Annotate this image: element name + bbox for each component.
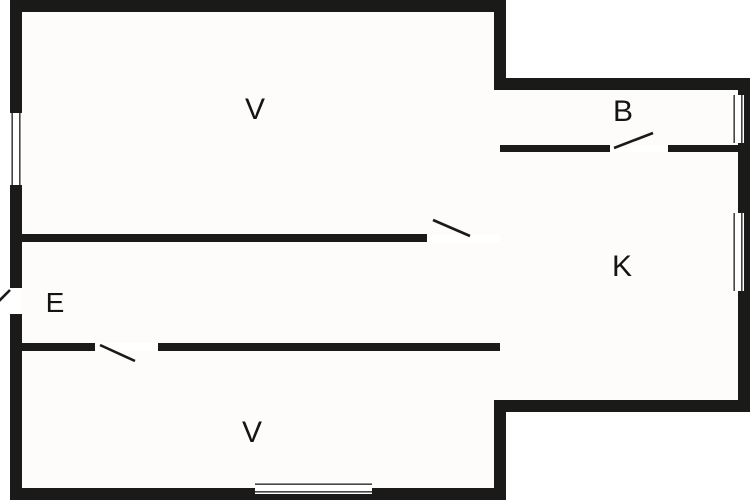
window-right-lower <box>732 213 744 291</box>
room-label-kitchen: K <box>611 250 633 283</box>
exterior-wall-outline <box>10 0 750 500</box>
door-swing-group <box>0 131 654 363</box>
wall-lower-v-north <box>22 343 500 351</box>
window-right-upper-frame-a <box>733 95 735 143</box>
door-hall-to-lower-v-swing-leaf <box>99 343 136 363</box>
window-bottom-frame-b <box>255 491 372 493</box>
window-left-upper-frame-a <box>11 113 13 185</box>
window-bottom-frame-a <box>255 483 372 485</box>
opening-group <box>10 95 744 494</box>
door-hall-to-lower-v <box>95 343 158 351</box>
window-bottom <box>255 482 372 494</box>
window-right-upper-frame-b <box>741 95 743 143</box>
interior-fill-group <box>10 0 750 500</box>
window-left-upper <box>10 113 22 185</box>
room-label-living-room-lower: V <box>241 416 263 449</box>
door-upper-v-to-hall <box>427 234 500 242</box>
wall-upper-v-south <box>22 234 500 242</box>
room-label-bath-room: B <box>612 95 634 128</box>
window-right-lower-frame-a <box>733 213 735 291</box>
room-label-entry: E <box>45 287 65 318</box>
window-right-lower-frame-b <box>741 213 743 291</box>
window-left-upper-frame-b <box>19 113 21 185</box>
door-bath <box>610 145 668 152</box>
window-right-upper <box>732 95 744 143</box>
door-entry-exterior-swing-leaf <box>0 289 11 302</box>
room-label-living-room-upper: V <box>244 93 266 126</box>
door-bath-swing-leaf <box>613 131 654 150</box>
door-upper-v-to-hall-swing-leaf <box>432 218 471 238</box>
door-entry-exterior <box>10 288 22 314</box>
